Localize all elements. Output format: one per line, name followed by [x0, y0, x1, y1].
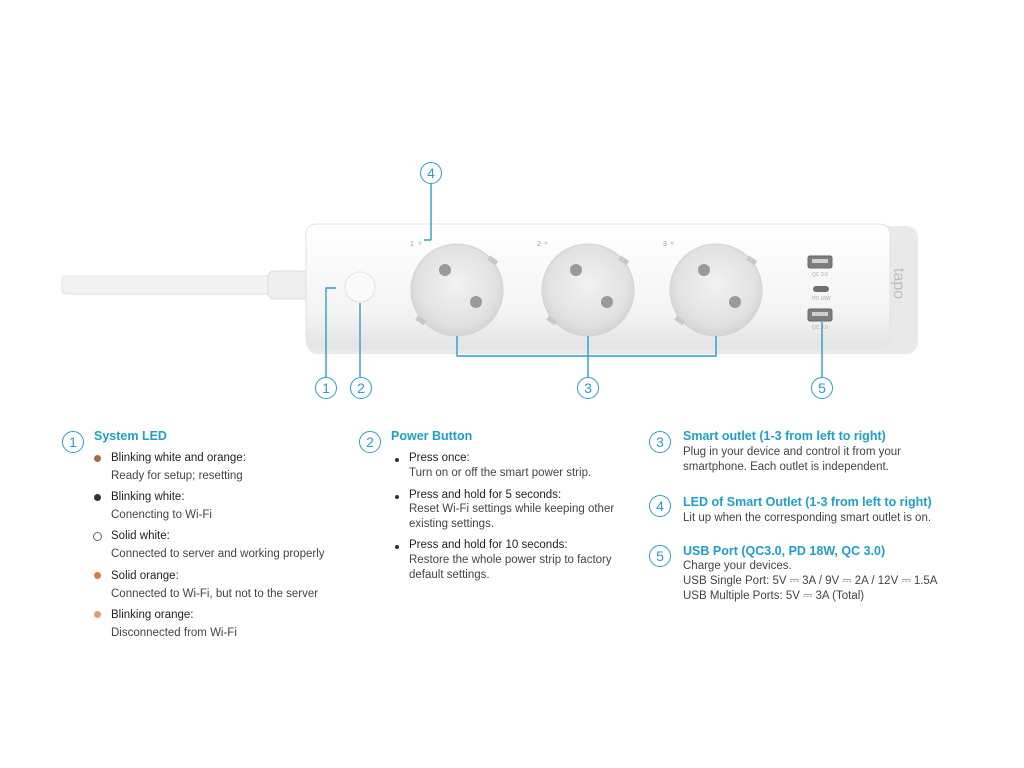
- led-state-label: Solid orange:: [111, 570, 179, 582]
- press-action-desc: Restore the whole power strip to factory: [409, 554, 612, 566]
- system-led-title: System LED: [94, 429, 167, 443]
- list-bullet: [395, 495, 399, 499]
- press-action-desc: Turn on or off the smart power strip.: [409, 467, 592, 479]
- usb-port-label-3: QC 3.0: [812, 325, 828, 331]
- socket-2[interactable]: [541, 243, 635, 337]
- section-5-number: 5: [649, 545, 671, 567]
- section-2-number: 2: [359, 431, 381, 453]
- socket-1[interactable]: [410, 243, 504, 337]
- press-action-label: Press once:: [409, 452, 470, 464]
- led-indicator-blinking-white: [94, 494, 101, 501]
- section-1-number: 1: [62, 431, 84, 453]
- led-state-label: Blinking orange:: [111, 609, 194, 621]
- list-bullet: [395, 545, 399, 549]
- section-3-number: 3: [649, 431, 671, 453]
- usb-port-label-2: PD 18W: [812, 296, 831, 302]
- power-strip-illustration: 1 2 3 QC 3.0 PD 18W QC 3.0 tapo: [61, 184, 918, 377]
- callout-3: 3: [577, 377, 599, 399]
- outlet-led-1: [418, 241, 422, 245]
- press-action-desc: existing settings.: [409, 518, 495, 530]
- press-action-desc: default settings.: [409, 569, 490, 581]
- led-state-label: Solid white:: [111, 530, 170, 542]
- callout-2: 2: [350, 377, 372, 399]
- led-state-desc: Connected to Wi-Fi, but not to the serve…: [111, 588, 319, 600]
- callout-1: 1: [315, 377, 337, 399]
- outlet-led-2: [544, 241, 548, 245]
- press-action-desc: Reset Wi-Fi settings while keeping other: [409, 503, 615, 515]
- led-indicator-blinking-orange: [94, 611, 101, 618]
- led-state-label: Blinking white:: [111, 491, 185, 503]
- usb-c-port[interactable]: [813, 286, 829, 292]
- outlet-led-3: [670, 241, 674, 245]
- press-action-label: Press and hold for 10 seconds:: [409, 539, 568, 551]
- power-button[interactable]: [344, 271, 376, 303]
- callout-4: 4: [420, 162, 442, 184]
- outlet-led-title: LED of Smart Outlet (1-3 from left to ri…: [683, 495, 932, 509]
- outlet-led-desc: Lit up when the corresponding smart outl…: [683, 512, 932, 524]
- usb-port-desc: USB Multiple Ports: 5V ⎓ 3A (Total): [683, 590, 865, 602]
- led-indicator-solid-orange: [94, 572, 101, 579]
- led-state-label: Blinking white and orange:: [111, 452, 246, 464]
- led-indicator-blinking-white-orange: [94, 455, 101, 462]
- outlet-number-2: 2: [537, 241, 541, 248]
- callout-lines: [325, 184, 823, 377]
- usb-port-label-1: QC 3.0: [812, 272, 828, 278]
- outlet-number-3: 3: [663, 241, 667, 248]
- smart-outlet-desc: Plug in your device and control it from …: [683, 446, 901, 458]
- cable-sleeve: [267, 270, 309, 300]
- led-state-desc: Connected to server and working properly: [111, 548, 325, 560]
- led-state-desc: Ready for setup; resetting: [111, 470, 243, 482]
- led-indicator-solid-white: [93, 532, 102, 541]
- smart-outlet-title: Smart outlet (1-3 from left to right): [683, 429, 886, 443]
- usb-port-title: USB Port (QC3.0, PD 18W, QC 3.0): [683, 544, 886, 558]
- socket-3[interactable]: [669, 243, 763, 337]
- section-4-number: 4: [649, 495, 671, 517]
- usb-port-desc: Charge your devices.: [683, 560, 792, 572]
- list-bullet: [395, 458, 399, 462]
- tapo-logo: tapo: [890, 268, 907, 299]
- led-state-desc: Disconnected from Wi-Fi: [111, 627, 237, 639]
- power-button-title: Power Button: [391, 429, 473, 443]
- callout-5: 5: [811, 377, 833, 399]
- press-action-label: Press and hold for 5 seconds:: [409, 489, 562, 501]
- outlet-number-1: 1: [410, 241, 414, 248]
- usb-port-desc: USB Single Port: 5V ⎓ 3A / 9V ⎓ 2A / 12V…: [683, 575, 938, 587]
- smart-outlet-desc: smartphone. Each outlet is independent.: [683, 461, 889, 473]
- led-state-desc: Conencting to Wi-Fi: [111, 509, 212, 521]
